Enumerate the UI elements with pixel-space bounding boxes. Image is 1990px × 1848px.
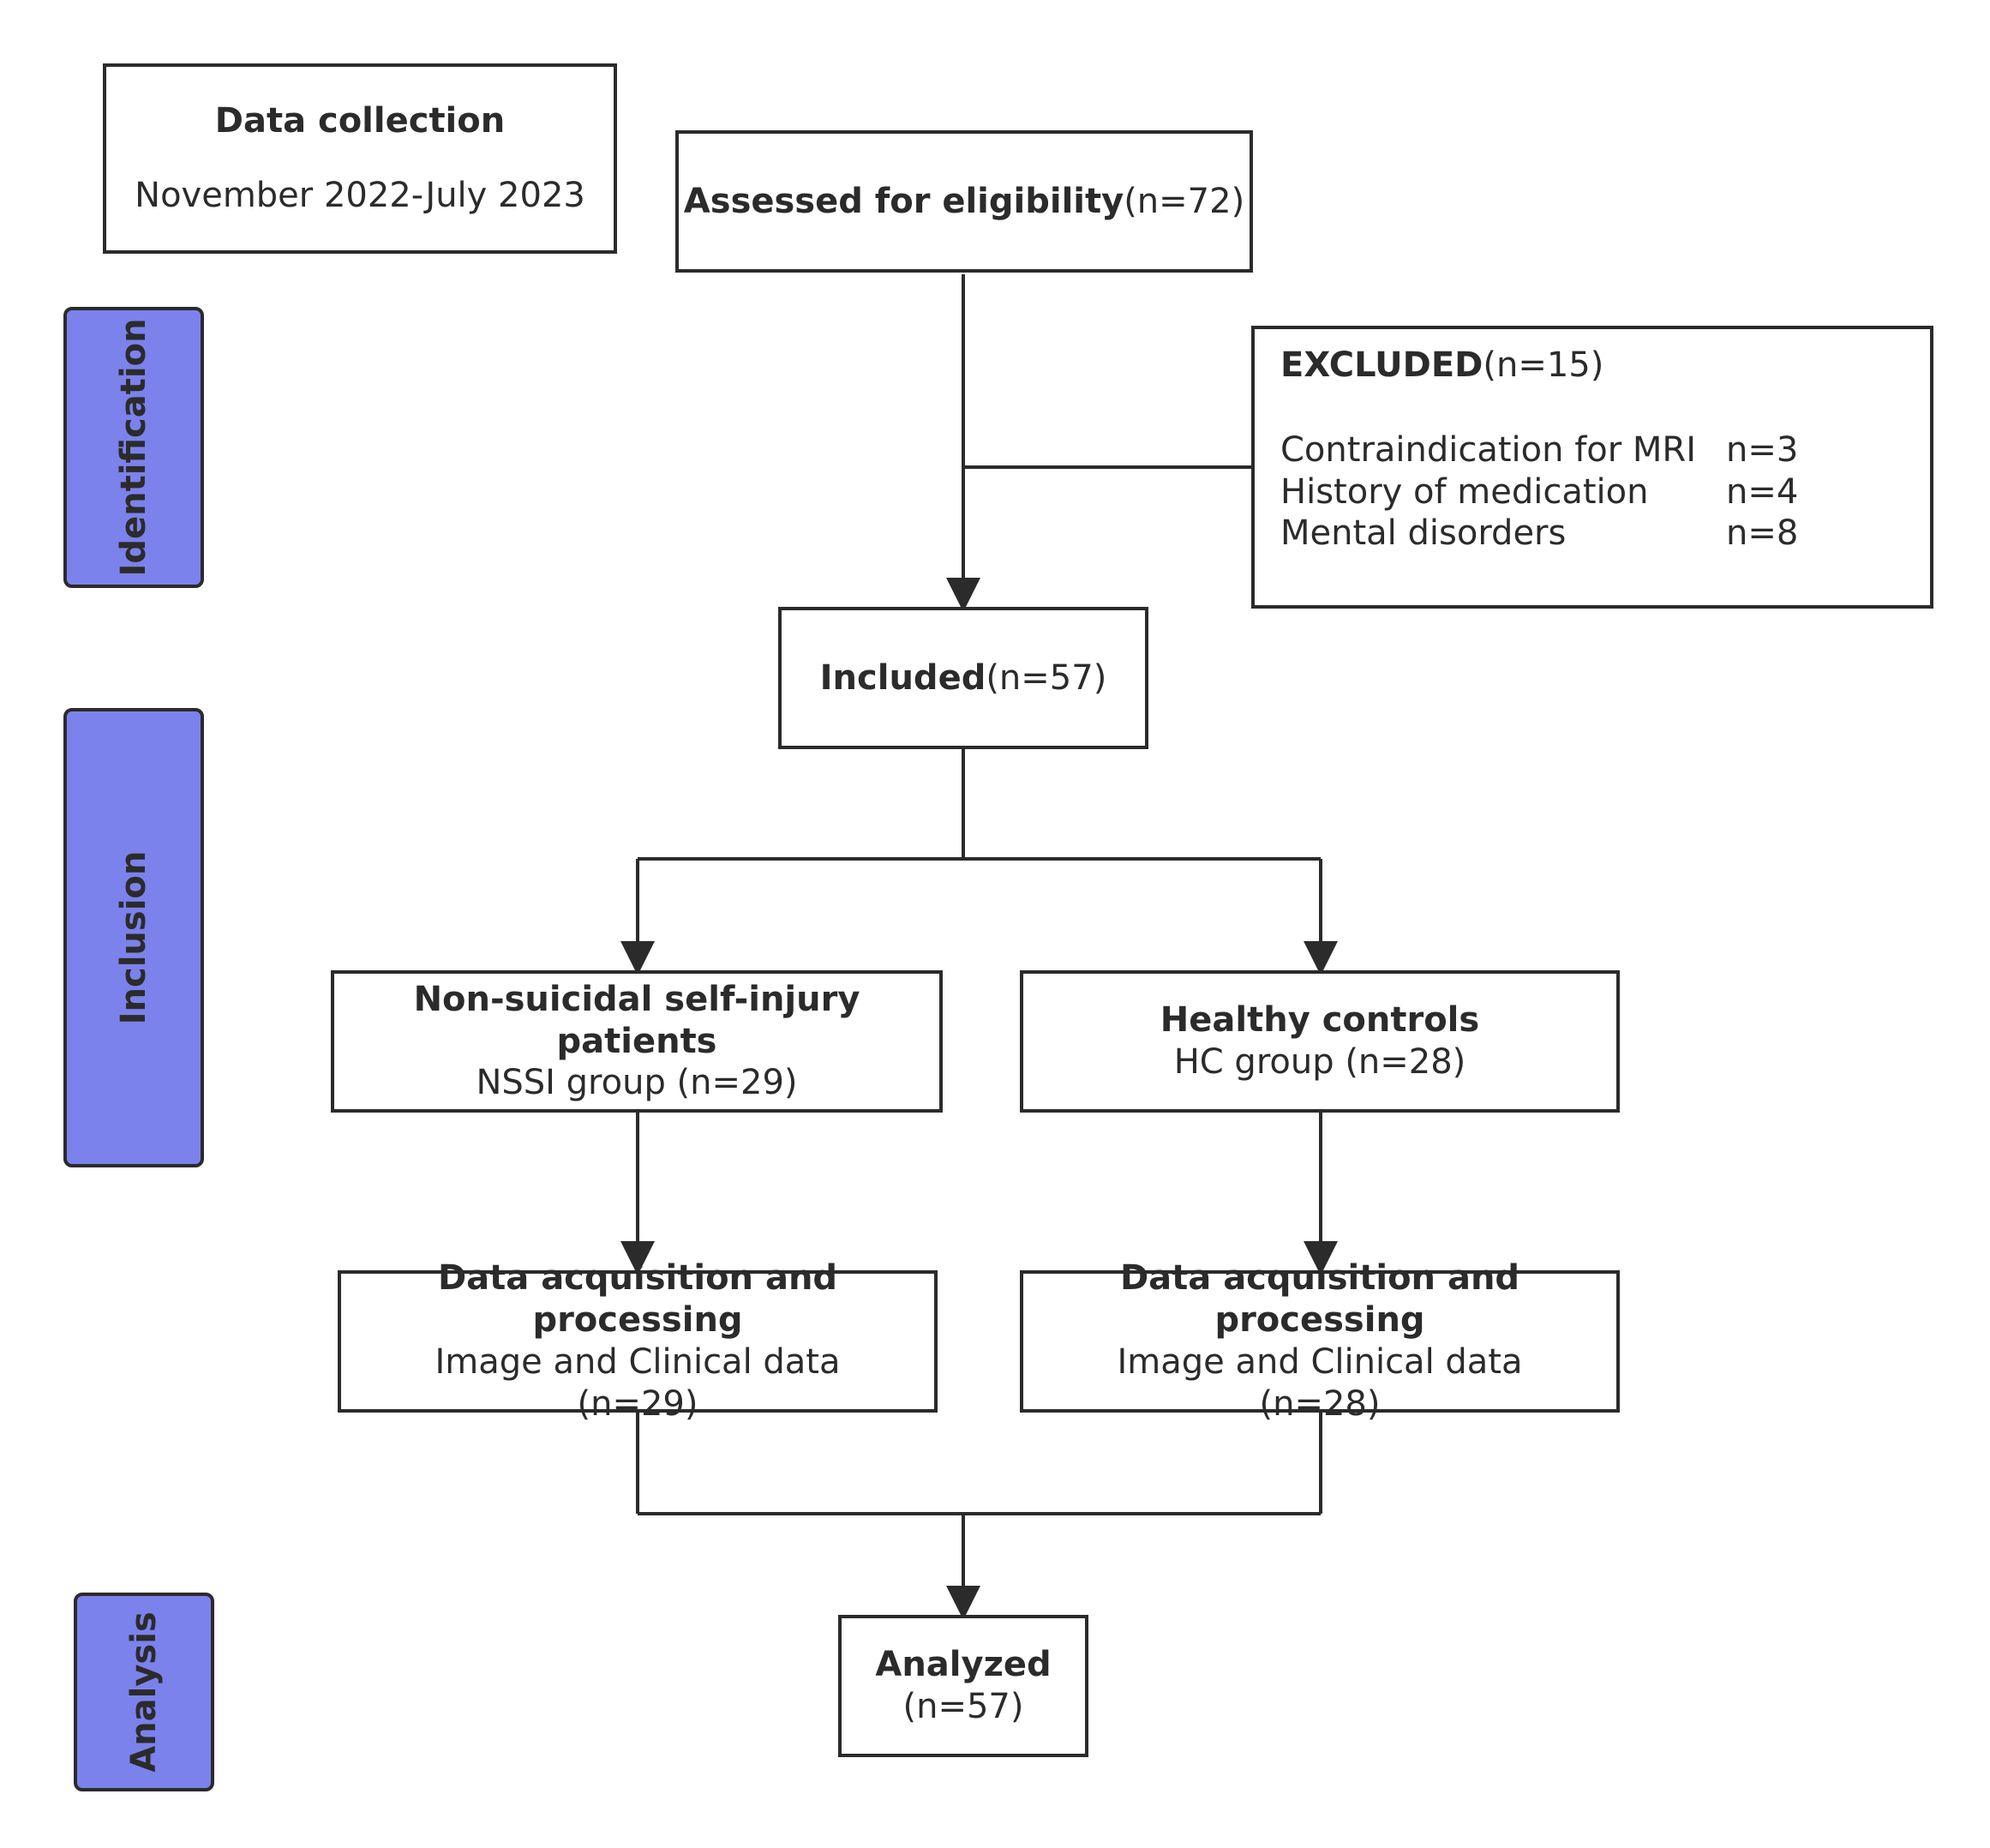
excluded-label: EXCLUDED: [1280, 345, 1484, 385]
nssi-data-title: Data acquisition and processing: [437, 1258, 838, 1341]
nssi-group-subtitle: NSSI group (n=29): [476, 1063, 798, 1103]
hc-data-subtitle: Image and Clinical data: [1117, 1342, 1523, 1382]
analyzed-count: (n=57): [902, 1687, 1024, 1726]
hc-data-count: (n=28): [1259, 1383, 1381, 1424]
hc-data-box: Data acquisition and processing Image an…: [1020, 1258, 1620, 1424]
excluded-box: EXCLUDED(n=15) Contraindication for MRI …: [1251, 326, 1933, 609]
included-box: Included(n=57): [778, 607, 1148, 749]
hc-group-title: Healthy controls: [1160, 1000, 1480, 1041]
nssi-data-box: Data acquisition and processing Image an…: [338, 1258, 938, 1424]
excluded-reason-row: History of medication n=4: [1280, 471, 1930, 513]
hc-data-title: Data acquisition and processing: [1119, 1258, 1520, 1341]
data-collection-period: November 2022-July 2023: [135, 176, 585, 215]
excluded-reason-row: Mental disorders n=8: [1280, 513, 1930, 555]
excluded-reason-row: Contraindication for MRI n=3: [1280, 429, 1930, 471]
included-label: Included: [819, 657, 986, 698]
excluded-reason: Contraindication for MRI: [1280, 429, 1697, 470]
hc-group-box: Healthy controls HC group (n=28): [1020, 970, 1620, 1113]
phase-analysis: Analysis: [74, 1593, 214, 1791]
excluded-count: (n=15): [1483, 345, 1604, 385]
phase-identification: Identification: [63, 307, 204, 588]
data-collection-title: Data collection: [214, 101, 506, 141]
excluded-reason: History of medication: [1280, 471, 1649, 512]
phase-analysis-label: Analysis: [124, 1611, 164, 1773]
hc-group-subtitle: HC group (n=28): [1173, 1042, 1466, 1082]
excluded-reason-count: n=3: [1726, 429, 1799, 470]
phase-identification-label: Identification: [114, 318, 153, 577]
excluded-reason-count: n=4: [1726, 471, 1799, 512]
nssi-group-box: Non-suicidal self-injury patients NSSI g…: [331, 970, 943, 1113]
data-collection-box: Data collection November 2022-July 2023: [103, 63, 617, 254]
excluded-reason-count: n=8: [1726, 513, 1799, 554]
excluded-header: EXCLUDED(n=15): [1280, 345, 1603, 387]
nssi-data-count: (n=29): [577, 1383, 698, 1424]
assessed-label: Assessed for eligibility: [683, 181, 1124, 221]
included-count: (n=57): [986, 657, 1107, 698]
assessed-count: (n=72): [1124, 181, 1245, 221]
phase-inclusion-label: Inclusion: [114, 850, 153, 1025]
analyzed-box: Analyzed (n=57): [838, 1615, 1088, 1757]
phase-inclusion: Inclusion: [63, 708, 204, 1167]
analyzed-label: Analyzed: [875, 1645, 1052, 1685]
nssi-group-title: Non-suicidal self-injury patients: [413, 979, 860, 1061]
nssi-data-subtitle: Image and Clinical data: [435, 1342, 841, 1382]
excluded-reason: Mental disorders: [1280, 513, 1567, 554]
assessed-box: Assessed for eligibility(n=72): [675, 130, 1253, 273]
